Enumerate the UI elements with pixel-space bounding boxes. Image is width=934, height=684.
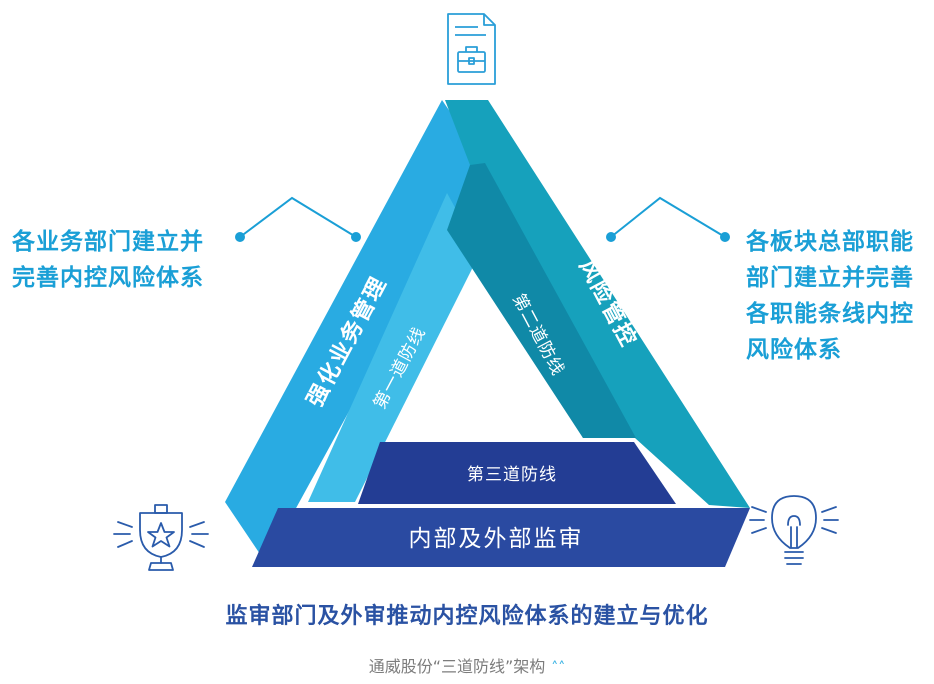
left-callout-text: 各业务部门建立并 完善内控风险体系 <box>12 229 204 291</box>
right-callout-text: 各板块总部职能 部门建立并完善 各职能条线内控 风险体系 <box>746 229 914 363</box>
left-outer-band <box>225 100 485 563</box>
footer-title-text: 通威股份“三道防线”架构 <box>368 657 546 676</box>
bottom-inner-band <box>358 442 676 504</box>
left-connector <box>235 196 361 242</box>
double-chevron-up-icon[interactable]: ˄˄ <box>551 660 566 676</box>
lightbulb-icon <box>749 495 839 565</box>
footer-title: 通威股份“三道防线”架构 ˄˄ <box>0 653 934 677</box>
right-connector <box>606 196 730 242</box>
right-inner-band <box>447 163 636 438</box>
left-inner-band <box>308 193 480 502</box>
bottom-outer-band <box>252 508 750 567</box>
document-briefcase-icon <box>447 13 496 85</box>
right-outer-band <box>445 100 750 508</box>
bottom-outer-label: 内部及外部监审 <box>409 526 584 552</box>
bottom-inner-label: 第三道防线 <box>467 465 557 485</box>
trophy-star-icon <box>113 504 209 571</box>
diagram-caption: 监审部门及外审推动内控风险体系的建立与优化 <box>225 604 709 629</box>
